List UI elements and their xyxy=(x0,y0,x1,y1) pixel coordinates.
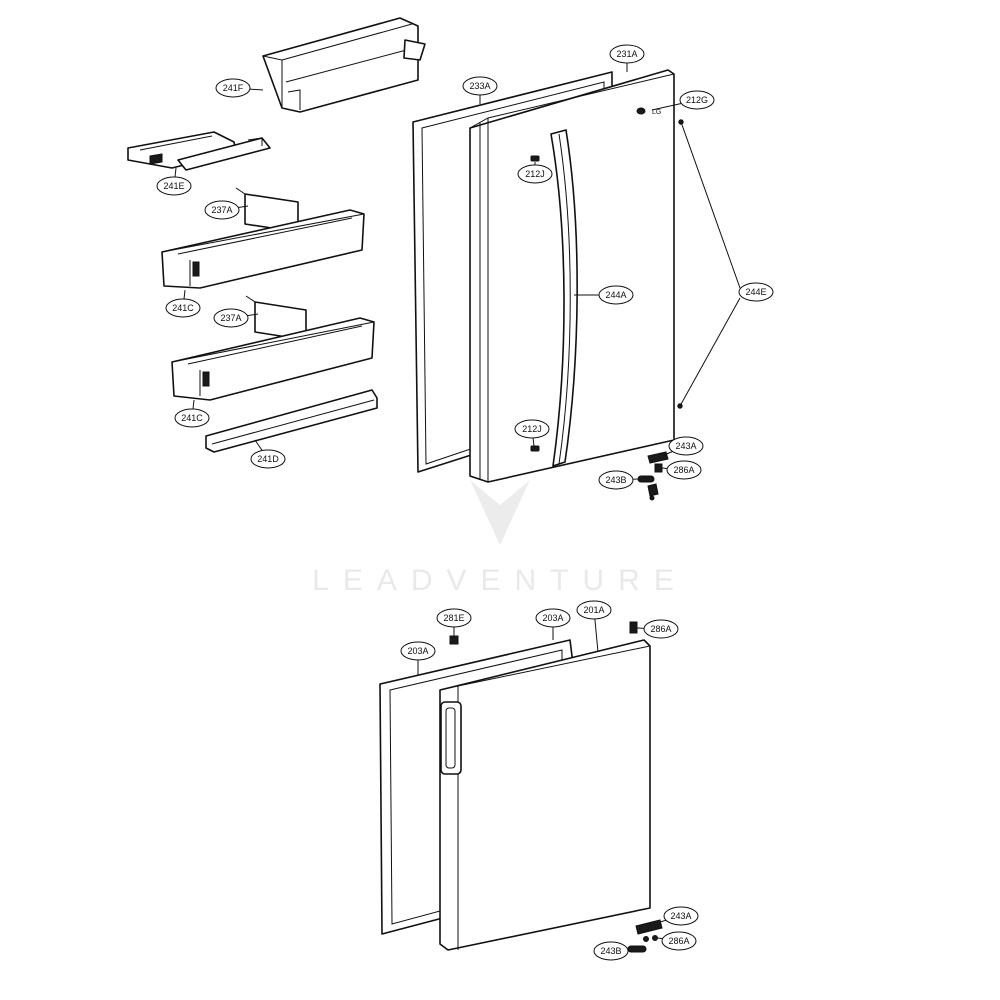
callout-label: 237A xyxy=(211,205,232,215)
callout-label: 212J xyxy=(525,169,545,179)
callout-241f: 241F xyxy=(215,78,264,98)
callout-label: 241F xyxy=(223,83,244,93)
callout-281e: 281E xyxy=(436,608,472,636)
callout-label: 286A xyxy=(668,936,689,946)
callout-bubble xyxy=(156,176,192,196)
callout-bubble xyxy=(576,600,612,620)
callout-label: 281E xyxy=(443,613,464,623)
bin-241C-lower xyxy=(171,317,375,401)
callout-244a: 244A xyxy=(574,285,634,305)
callout-label: 243A xyxy=(675,441,696,451)
callout-201a: 201A xyxy=(576,600,612,653)
callout-label: 237A xyxy=(220,313,241,323)
callout-label: 241D xyxy=(257,454,279,464)
callout-bubble xyxy=(213,308,249,328)
callout-203a-2: 203A xyxy=(400,641,436,676)
callout-bubble xyxy=(462,76,498,96)
callout-241d: 241D xyxy=(250,439,286,469)
callout-bubble xyxy=(517,164,553,184)
callout-241c-2: 241C xyxy=(174,399,210,428)
callout-241e: 241E xyxy=(156,167,192,196)
callout-bubble xyxy=(215,78,251,98)
callout-label: 243B xyxy=(600,946,621,956)
callout-244e: 244E xyxy=(738,282,774,302)
handle-screw-top xyxy=(530,155,540,162)
callout-bubble xyxy=(165,298,201,318)
lower-door-small-parts xyxy=(449,621,663,953)
callout-bubble xyxy=(666,460,702,480)
upper-hinge-parts xyxy=(637,451,669,501)
callout-bubble xyxy=(668,436,704,456)
callout-203a-1: 203A xyxy=(535,608,571,640)
callout-bubble xyxy=(535,608,571,628)
callout-212j-2: 212J xyxy=(514,419,550,447)
callout-231a: 231A xyxy=(609,44,645,72)
callout-bubble xyxy=(598,470,634,490)
callout-label: 201A xyxy=(583,605,604,615)
callout-label: 241C xyxy=(181,413,203,423)
bin-241C-upper xyxy=(161,209,365,289)
callout-237a-2: 237A xyxy=(213,308,259,328)
callout-label: 286A xyxy=(673,465,694,475)
callout-286a-2: 286A xyxy=(636,619,679,639)
callout-bubble xyxy=(643,619,679,639)
callout-286a-1: 286A xyxy=(661,460,702,480)
callout-237a-1: 237A xyxy=(204,200,249,220)
callout-label: 244A xyxy=(605,290,626,300)
watermark-text: LEADVENTURE xyxy=(312,564,688,597)
callout-label: 203A xyxy=(407,646,428,656)
callout-bubble xyxy=(609,44,645,64)
callout-bubble xyxy=(174,408,210,428)
callout-233a: 233A xyxy=(462,76,498,104)
watermark: LEADVENTURE xyxy=(312,480,688,597)
callout-label: 244E xyxy=(745,287,766,297)
callout-label: 212J xyxy=(522,424,542,434)
callout-bubble xyxy=(593,941,629,961)
callout-layer: 241F 241E 237A 241C 237A 241C 241D 233A 231A 212G… xyxy=(156,44,774,961)
callout-label: 243B xyxy=(605,475,626,485)
callout-bubble xyxy=(400,641,436,661)
callout-label: 203A xyxy=(542,613,563,623)
callout-label: 231A xyxy=(616,49,637,59)
callout-label: 243A xyxy=(670,911,691,921)
callout-243a-1: 243A xyxy=(663,436,704,456)
lower-door-handle xyxy=(440,701,462,775)
callout-label: 286A xyxy=(650,624,671,634)
lower-door-panel xyxy=(439,639,651,951)
callout-212g: 212G xyxy=(651,90,715,111)
handle-screw-bottom xyxy=(530,445,540,452)
callout-bubble xyxy=(204,200,240,220)
callout-243b-1: 243B xyxy=(598,470,639,490)
callout-bubble xyxy=(250,449,286,469)
callout-bubble xyxy=(679,90,715,110)
callout-label: 212G xyxy=(686,95,708,105)
callout-bubble xyxy=(436,608,472,628)
callout-label: 241C xyxy=(172,303,194,313)
tray-241E xyxy=(127,131,271,171)
svg-text:LG: LG xyxy=(652,109,661,116)
callout-bubble xyxy=(663,906,699,926)
callout-bubble xyxy=(661,931,697,951)
door-stop-pins xyxy=(677,119,741,409)
callout-bubble xyxy=(598,285,634,305)
callout-243a-2: 243A xyxy=(659,906,699,926)
callout-243b-2: 243B xyxy=(593,941,629,961)
callout-241c-1: 241C xyxy=(165,289,201,318)
bar-241D xyxy=(205,389,378,453)
callout-212j-1: 212J xyxy=(517,162,553,184)
callout-bubble xyxy=(738,282,774,302)
bin-241F xyxy=(262,17,426,113)
callout-bubble xyxy=(514,419,550,439)
callout-286a-3: 286A xyxy=(657,931,697,951)
upper-door-handle xyxy=(550,129,578,467)
callout-label: 241E xyxy=(163,181,184,191)
callout-label: 233A xyxy=(469,81,490,91)
